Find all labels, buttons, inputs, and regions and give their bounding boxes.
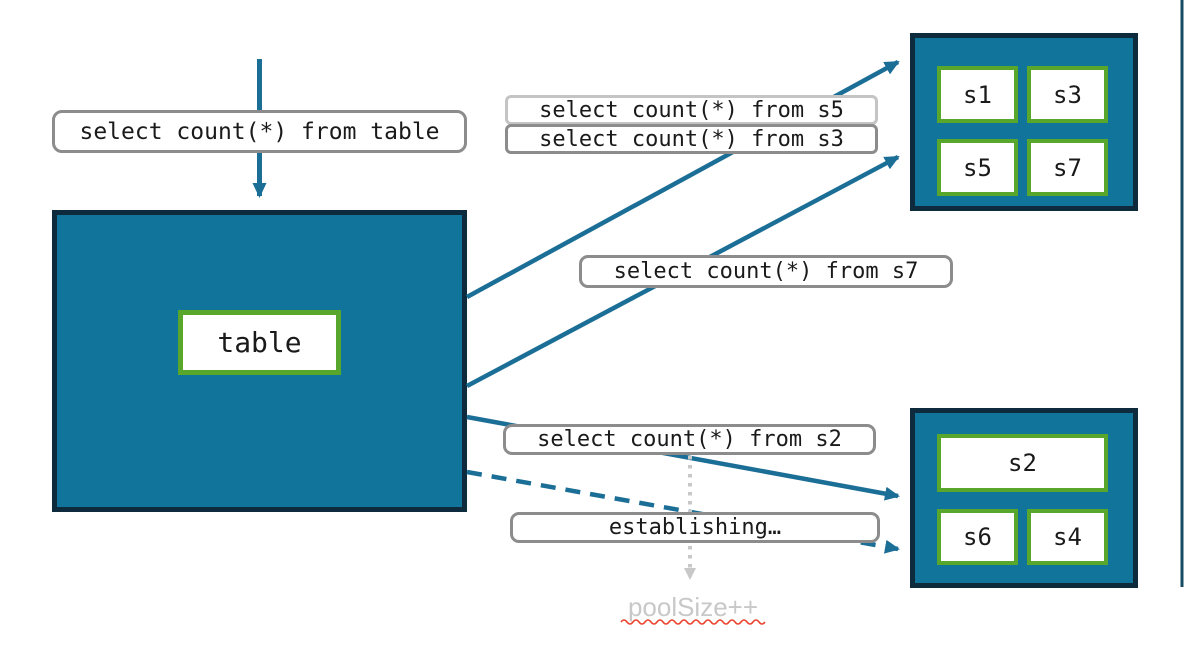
shard-cell-s2: s2 [937, 434, 1108, 492]
shard-cell-s1: s1 [937, 66, 1018, 123]
poolsize-text: poolSize++ [627, 592, 759, 622]
shard-cell-s6: s6 [937, 509, 1018, 565]
query-s2-pill: select count(*) from s2 [503, 424, 876, 455]
spellcheck-squiggle [620, 619, 766, 625]
query-s3-pill: select count(*) from s3 [505, 124, 878, 154]
table-cell: table [178, 310, 341, 375]
query-s7-pill: select count(*) from s7 [579, 255, 953, 288]
shard-cell-s3: s3 [1027, 66, 1108, 123]
establishing-pill: establishing… [510, 512, 880, 543]
query-table-pill: select count(*) from table [52, 110, 467, 153]
shard-cell-s5: s5 [937, 139, 1018, 196]
shard-cell-s7: s7 [1027, 139, 1108, 196]
query-s5-pill: select count(*) from s5 [505, 95, 878, 125]
shard-cell-s4: s4 [1027, 509, 1108, 565]
shard-box-bottom: s2 s6 s4 [910, 408, 1138, 588]
table-box: table [52, 210, 467, 512]
shard-box-top: s1 s3 s5 s7 [910, 33, 1138, 211]
